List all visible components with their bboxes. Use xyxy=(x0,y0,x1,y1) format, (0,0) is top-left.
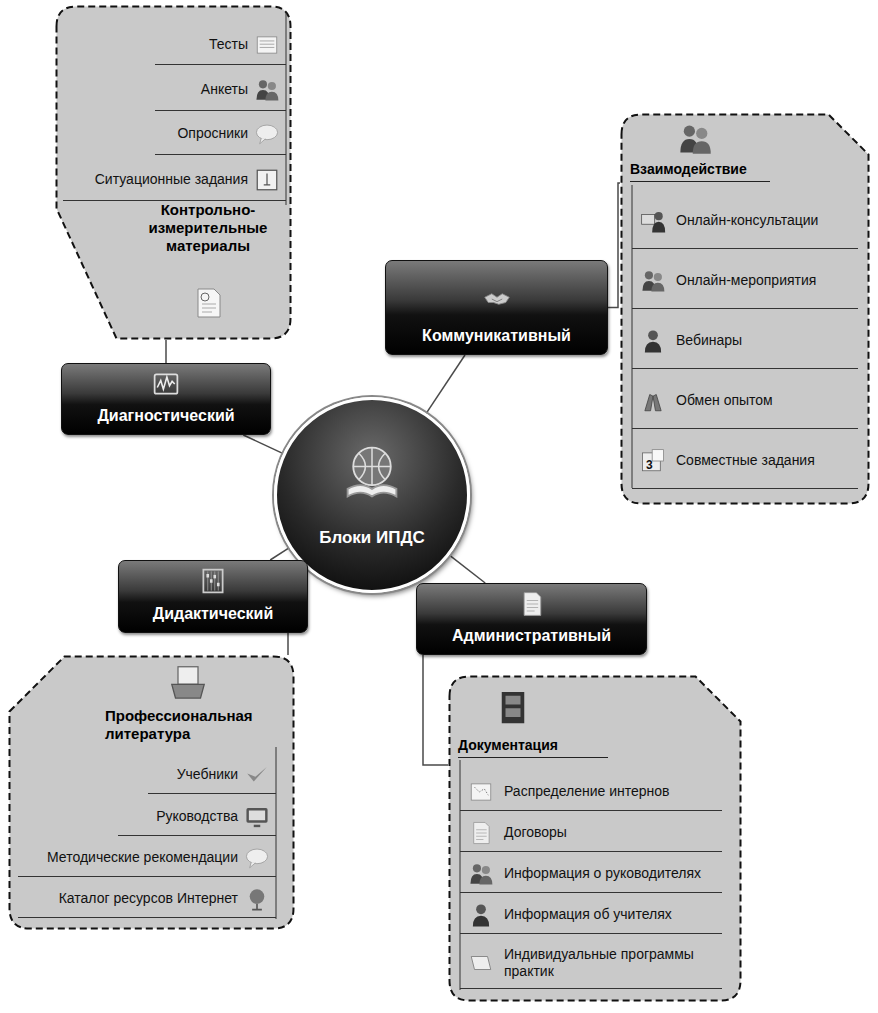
node-label: Анкеты xyxy=(201,81,248,97)
connector xyxy=(608,183,620,308)
list-item: Методические рекомендации xyxy=(18,839,276,877)
group-panel: ДокументацияРаспределение интерновДогово… xyxy=(448,675,742,1002)
node-label: Совместные задания xyxy=(676,452,815,468)
list-item: Совместные задания xyxy=(632,433,858,489)
list-item: Обмен опытом xyxy=(632,373,858,429)
icon xyxy=(468,902,494,928)
node-label: Методические рекомендации xyxy=(47,849,238,865)
node-label: Диагностический xyxy=(62,407,270,425)
node-label: Информация об учителях xyxy=(504,906,672,922)
node-label: Руководства xyxy=(156,808,238,824)
tree-line xyxy=(286,13,287,205)
block-box: Административный xyxy=(416,583,647,655)
icon xyxy=(244,886,270,912)
icon xyxy=(254,121,280,147)
connector xyxy=(165,340,167,363)
icon xyxy=(254,167,280,193)
connector xyxy=(423,655,448,765)
panel-heading: Взаимодействие xyxy=(630,161,770,182)
list-item: Информация об учителях xyxy=(460,896,722,934)
group-panel: Профессиональная литератураУчебникиРуков… xyxy=(8,655,295,930)
list-item: Онлайн-консультации xyxy=(632,193,858,249)
node-label: Вебинары xyxy=(676,332,742,348)
list-item: Информация о руководителях xyxy=(460,855,722,893)
node-label: Опросники xyxy=(177,125,248,141)
node-label: Онлайн-консультации xyxy=(676,212,818,228)
icon xyxy=(468,950,494,976)
icon xyxy=(483,285,511,313)
block-box: Дидактический xyxy=(118,560,308,633)
icon xyxy=(254,32,280,58)
block-box: Коммуникативный xyxy=(385,260,608,355)
node-label: Административный xyxy=(417,627,646,645)
list-item: Руководства xyxy=(118,798,276,836)
list-item: Индивидуальные программы практик xyxy=(460,937,722,989)
icon xyxy=(518,590,546,618)
icon xyxy=(168,663,208,703)
icon xyxy=(244,845,270,871)
connector xyxy=(426,355,465,413)
connector xyxy=(270,548,289,560)
panel-heading: Контрольно-измерительные материалы xyxy=(133,201,283,255)
icon xyxy=(640,268,666,294)
node-label: Дидактический xyxy=(119,605,307,623)
panel-border xyxy=(622,115,869,504)
node-label: Обмен опытом xyxy=(676,392,773,408)
connector xyxy=(243,435,283,454)
icon xyxy=(675,121,715,157)
node-label: Каталог ресурсов Интернет xyxy=(59,890,238,906)
group-panel: ВзаимодействиеОнлайн-консультацииОнлайн-… xyxy=(620,113,870,505)
panel-heading: Документация xyxy=(458,737,608,758)
connector xyxy=(449,555,485,583)
icon xyxy=(640,388,666,414)
node-label: Ситуационные задания xyxy=(95,171,248,187)
icon xyxy=(468,779,494,805)
node-label: Блоки ИПДС xyxy=(277,528,467,548)
node-label: Тесты xyxy=(209,36,248,52)
panel-border xyxy=(57,7,291,339)
node-label: Договоры xyxy=(504,824,567,840)
list-item: Тесты xyxy=(155,25,286,65)
icon xyxy=(468,861,494,887)
icon xyxy=(244,762,270,788)
panel-border xyxy=(10,657,294,929)
icon xyxy=(468,820,494,846)
icon xyxy=(254,77,280,103)
list-item: Вебинары xyxy=(632,313,858,369)
panel-outline xyxy=(8,655,295,930)
icon xyxy=(640,448,666,474)
node-label: Информация о руководителях xyxy=(504,865,701,881)
node-label: Учебники xyxy=(177,766,238,782)
panel-heading: Профессиональная литература xyxy=(105,707,290,743)
block-box: Диагностический xyxy=(61,363,271,435)
node-label: Коммуникативный xyxy=(386,327,607,345)
icon xyxy=(152,370,180,398)
list-item: Опросники xyxy=(155,113,286,155)
list-item: Каталог ресурсов Интернет xyxy=(18,880,276,918)
list-item: Ситуационные задания xyxy=(63,159,286,201)
icon xyxy=(244,804,270,830)
group-panel: Контрольно-измерительные материалы ТестыА… xyxy=(55,5,292,340)
icon xyxy=(493,683,533,731)
node-label: Распределение интернов xyxy=(504,783,670,799)
list-item: Распределение интернов xyxy=(460,773,722,811)
node-label: Онлайн-мероприятия xyxy=(676,272,816,288)
icon xyxy=(199,567,227,595)
icon xyxy=(342,442,402,502)
icon xyxy=(640,328,666,354)
list-item: Онлайн-мероприятия xyxy=(632,253,858,309)
icon xyxy=(192,282,224,324)
list-item: Учебники xyxy=(148,756,276,794)
connector xyxy=(287,633,289,655)
panel-border xyxy=(450,677,741,1001)
tree-line xyxy=(276,747,277,919)
icon xyxy=(640,208,666,234)
node-label: Индивидуальные программы практик xyxy=(504,946,722,978)
list-item: Анкеты xyxy=(155,69,286,111)
list-item: Договоры xyxy=(460,814,722,852)
